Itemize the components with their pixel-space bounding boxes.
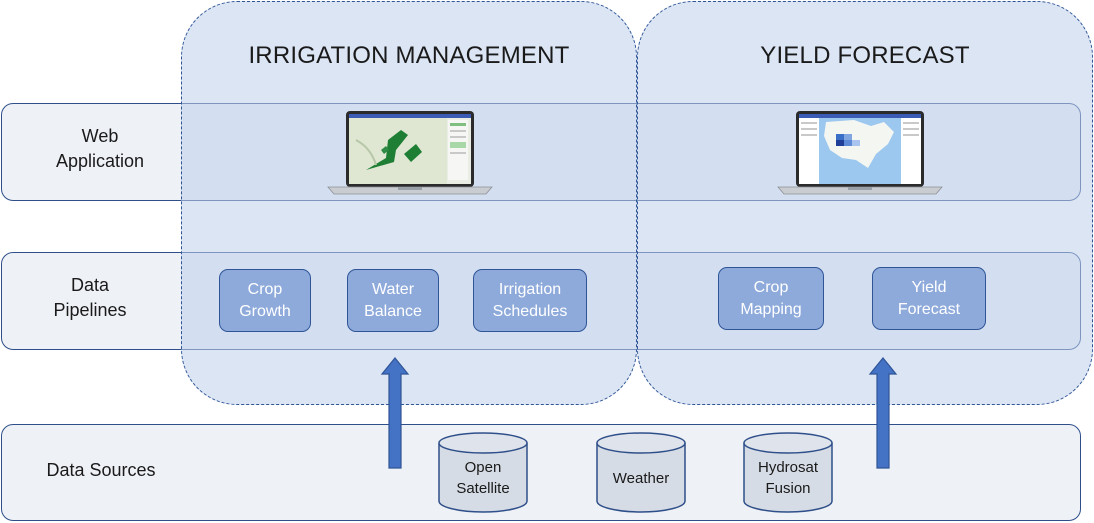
yield-forecast-region (637, 1, 1093, 405)
water-balance-box: Water Balance (347, 269, 439, 332)
crop-mapping-box: Crop Mapping (718, 267, 824, 330)
irrigation-management-title: IRRIGATION MANAGEMENT (248, 42, 570, 69)
weather-database-icon (596, 432, 686, 513)
hydrosat-fusion-database-icon (743, 432, 833, 513)
crop-growth-box: Crop Growth (219, 269, 311, 332)
irrigation-management-region (181, 1, 637, 405)
irrigation-laptop-screenshot (327, 111, 493, 195)
irrigation-up-arrow (380, 357, 410, 469)
weather-label: Weather (612, 470, 670, 487)
yield-forecast-title: YIELD FORECAST (760, 42, 970, 69)
hydrosat-fusion-label: Hydrosat Fusion (757, 459, 819, 497)
data-pipelines-label: Data Pipelines (53, 275, 127, 320)
web-application-label: Web Application (55, 126, 145, 171)
yield-up-arrow (868, 357, 898, 469)
yield-laptop-screenshot (777, 111, 943, 195)
yield-forecast-box: Yield Forecast (872, 267, 986, 330)
open-satellite-database-icon (438, 432, 528, 513)
open-satellite-label: Open Satellite (456, 459, 510, 497)
irrigation-schedules-box: Irrigation Schedules (473, 269, 587, 332)
data-sources-label: Data Sources (46, 460, 156, 480)
data-sources-row (1, 424, 1081, 521)
